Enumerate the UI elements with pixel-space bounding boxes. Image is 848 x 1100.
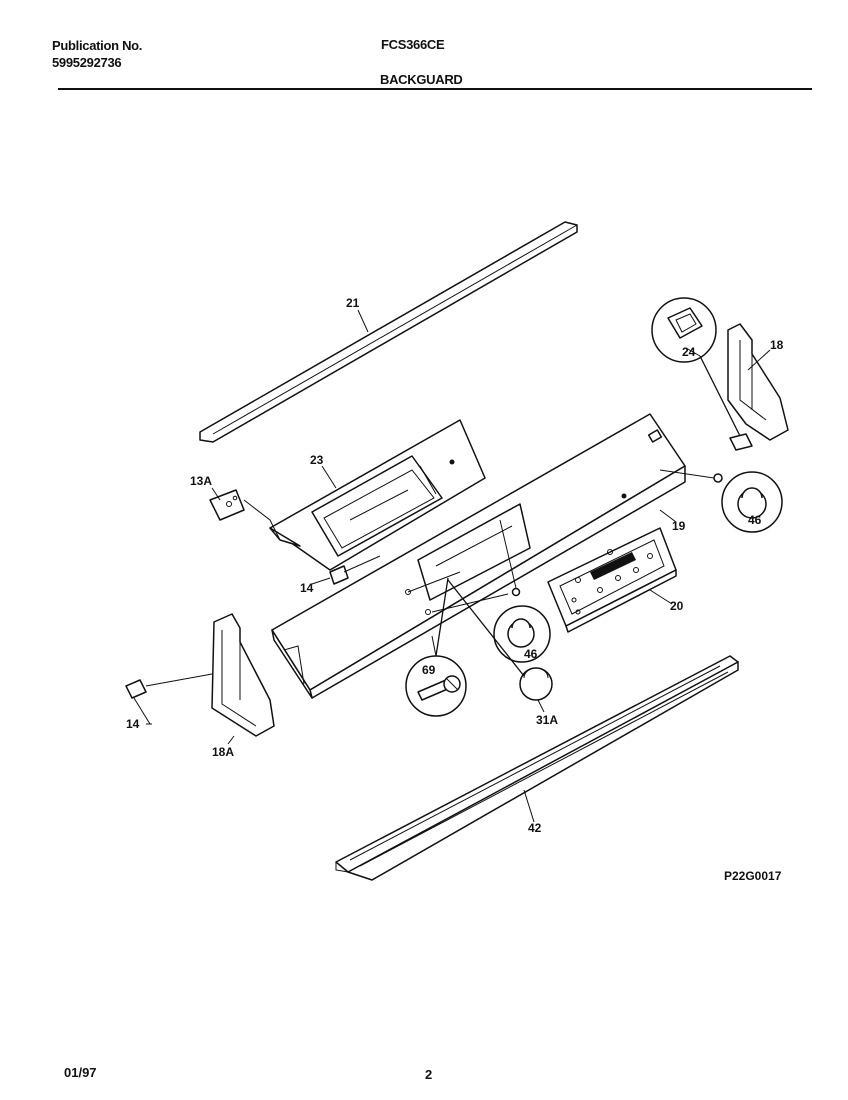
model-number: FCS366CE — [381, 37, 445, 52]
callout-18a: 18A — [212, 745, 234, 759]
part-69-screw — [405, 571, 509, 717]
callout-18: 18 — [770, 338, 784, 352]
callout-46-center: 46 — [524, 647, 538, 661]
part-46-center-knob — [493, 519, 551, 663]
header-rule — [58, 88, 812, 90]
footer-date: 01/97 — [64, 1065, 97, 1080]
part-21-top-trim — [199, 221, 578, 443]
diagram-code: P22G0017 — [724, 869, 782, 883]
callout-21: 21 — [346, 296, 360, 310]
section-title: BACKGUARD — [380, 72, 463, 87]
part-31a-knob-cap — [447, 579, 553, 701]
callout-24: 24 — [682, 345, 696, 359]
part-46-right-knob — [659, 469, 783, 533]
part-18a-left-end-cap — [211, 613, 275, 737]
part-18-right-end-cap — [727, 323, 789, 441]
callout-23: 23 — [310, 453, 324, 467]
publication-number: 5995292736 — [52, 55, 122, 70]
publication-label: Publication No. — [52, 38, 143, 53]
callout-69: 69 — [422, 663, 436, 677]
leader-lines — [146, 309, 771, 823]
callout-19: 19 — [672, 519, 686, 533]
callout-13a: 13A — [190, 474, 212, 488]
part-42-bottom-trim — [335, 655, 739, 881]
part-14-upper-clip — [329, 555, 381, 585]
part-23-upper-bracket — [269, 419, 486, 571]
page-number: 2 — [425, 1067, 433, 1082]
callout-20: 20 — [670, 599, 684, 613]
callout-14-upper: 14 — [300, 581, 314, 595]
part-13a-clip — [209, 489, 281, 541]
part-24-rocker-switch — [651, 297, 753, 451]
part-14-lower-clip — [125, 673, 213, 725]
callout-14-lower: 14 — [126, 717, 140, 731]
callout-31a: 31A — [536, 713, 558, 727]
callout-46-right: 46 — [748, 513, 762, 527]
callout-42: 42 — [528, 821, 542, 835]
part-20-control-board — [547, 527, 677, 633]
